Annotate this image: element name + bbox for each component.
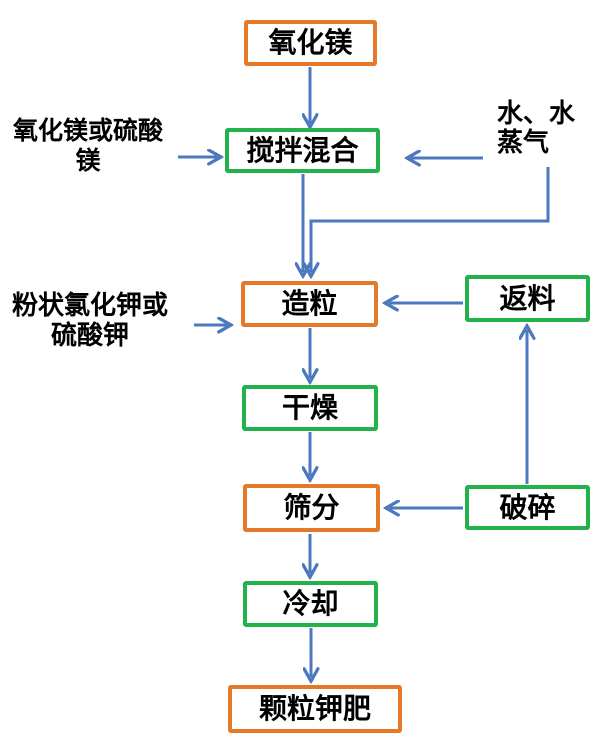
label-potassium-source: 粉状氯化钾或 硫酸钾 [8, 291, 172, 351]
node-label: 氧化镁 [268, 26, 353, 59]
node-stir-mix: 搅拌混合 [225, 128, 380, 173]
node-label: 造粒 [281, 287, 338, 320]
label-line: 粉状氯化钾或 [11, 291, 168, 321]
label-line: 氧化镁或硫酸 [12, 116, 163, 145]
arrow-water-to-granulate [311, 167, 550, 272]
node-label: 搅拌混合 [246, 133, 359, 167]
label-line: 蒸气 [497, 128, 550, 158]
node-magnesium-oxide: 氧化镁 [244, 20, 377, 66]
node-label: 颗粒钾肥 [258, 692, 371, 725]
label-water-steam: 水、水 蒸气 [497, 100, 593, 158]
node-granulation: 造粒 [241, 281, 378, 327]
node-crushing: 破碎 [465, 485, 590, 530]
node-cooling: 冷却 [243, 581, 378, 627]
node-label: 干燥 [281, 391, 338, 424]
label-line: 硫酸钾 [50, 321, 129, 351]
label-line: 镁 [75, 146, 101, 175]
node-label: 冷却 [282, 587, 339, 620]
node-label: 筛分 [283, 491, 340, 524]
node-sieving: 筛分 [243, 484, 380, 532]
label-line: 水、水 [497, 99, 576, 129]
node-label: 返料 [499, 281, 556, 315]
label-magnesium-source: 氧化镁或硫酸 镁 [8, 116, 168, 176]
node-drying: 干燥 [242, 385, 378, 431]
node-label: 破碎 [499, 490, 556, 524]
node-granular-potash-product: 颗粒钾肥 [228, 685, 402, 733]
node-return-material: 返料 [465, 275, 590, 322]
